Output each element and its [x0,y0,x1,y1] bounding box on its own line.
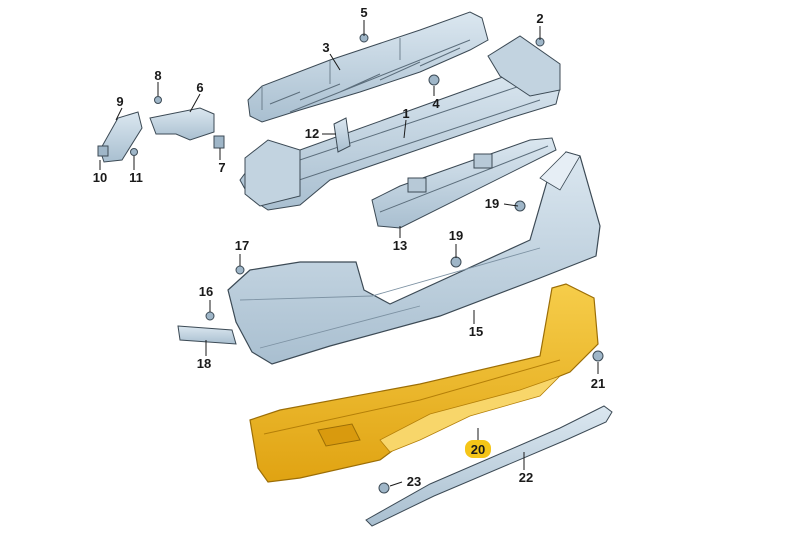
bumper-cover-lower-highlighted [249,283,599,483]
label-part-20: 20 [471,442,485,457]
trim-strip [365,405,613,527]
bracket-left [97,107,225,163]
label-part-19: 19 [449,228,463,243]
label-part-16: 16 [199,284,213,299]
energy-absorber-upper [247,11,489,123]
part-labels: 5 2 3 4 6 8 9 7 10 11 12 1 13 17 16 19 1… [93,5,605,489]
label-part-1: 1 [402,106,409,121]
label-part-18: 18 [197,356,211,371]
label-part-12: 12 [305,126,319,141]
label-part-3: 3 [322,40,329,55]
bumper-beam [239,35,561,211]
label-part-23: 23 [407,474,421,489]
label-part-17: 17 [235,238,249,253]
highlight-badge [465,440,491,458]
label-part-8: 8 [154,68,161,83]
label-part-4: 4 [432,96,440,111]
label-part-15: 15 [469,324,483,339]
label-part-6: 6 [196,80,203,95]
bumper-cover-upper [227,151,601,365]
label-part-2: 2 [536,11,543,26]
label-part-13: 13 [393,238,407,253]
small-bracket [333,117,351,153]
label-part-9: 9 [116,94,123,109]
label-part-22: 22 [519,470,533,485]
label-part-19b: 19 [485,196,499,211]
leader-lines [99,20,599,487]
label-part-21: 21 [591,376,605,391]
label-part-7: 7 [218,160,225,175]
fasteners [130,33,604,494]
label-part-5: 5 [360,5,367,20]
label-part-10: 10 [93,170,107,185]
lower-energy-absorber [371,137,557,229]
reflector [177,325,237,345]
label-part-11: 11 [129,170,143,185]
